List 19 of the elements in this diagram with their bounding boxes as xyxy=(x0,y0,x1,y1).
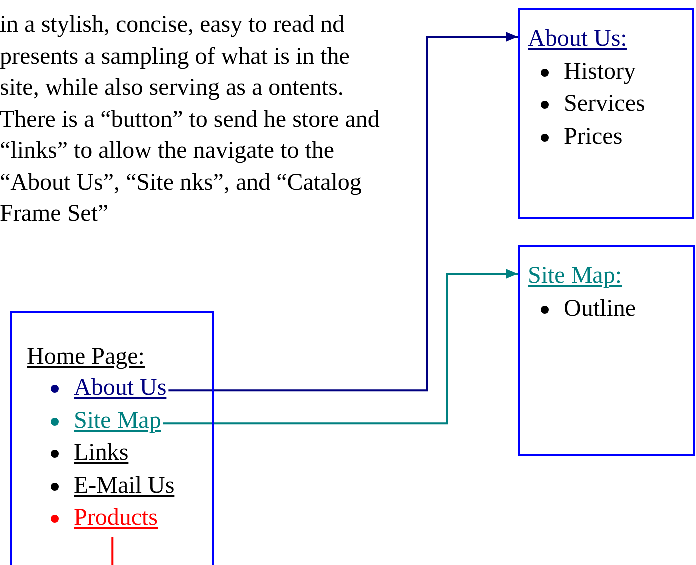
arrow xyxy=(163,269,518,425)
link-text: Links xyxy=(74,440,129,466)
description-paragraph: in a stylish, concise, easy to read nd presents a sampling of what is in the site, while also serving as a ontents. There is a “button” to send he store and “links” to allow the navigate to the “About Us”, “Site nks”, and “Catalog Frame Set” xyxy=(0,11,381,229)
list-item: Services xyxy=(538,90,646,118)
page-heading: Site Map: xyxy=(528,262,622,290)
link-text: Site Map xyxy=(74,408,162,434)
link-text: E-Mail Us xyxy=(74,473,175,499)
list-item: Prices xyxy=(538,122,623,150)
page-box xyxy=(518,8,694,219)
page-heading: Home Page: xyxy=(27,343,145,371)
link-text: Products xyxy=(74,505,158,531)
page-heading: About Us: xyxy=(528,25,628,53)
list-item: History xyxy=(538,58,636,86)
page-box xyxy=(10,311,214,565)
link-text: About Us xyxy=(74,375,167,401)
list-item: Outline xyxy=(538,294,636,322)
connector-line xyxy=(112,537,114,565)
page-box xyxy=(518,245,695,456)
arrow xyxy=(168,32,518,392)
